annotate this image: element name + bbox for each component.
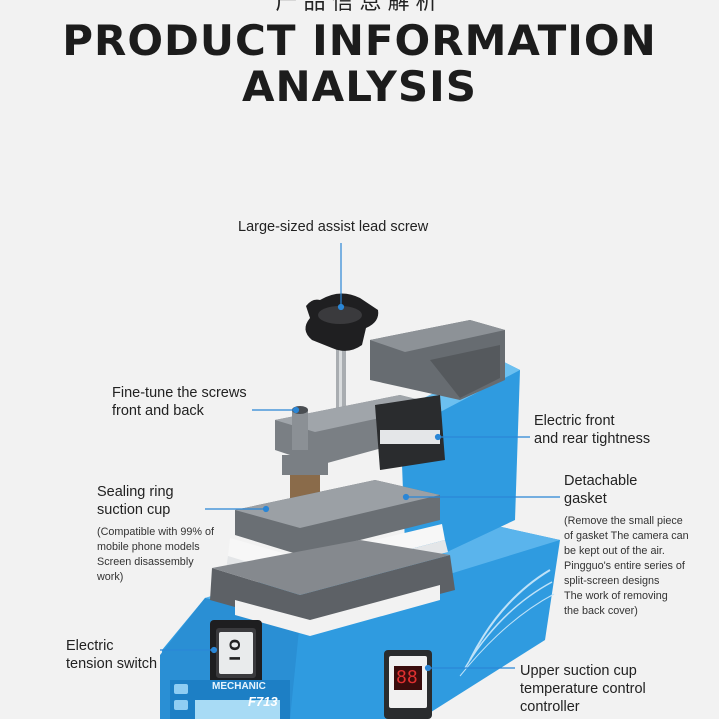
- label-fine-tune: Fine-tune the screws front and back: [112, 384, 247, 420]
- model-label: F713: [248, 694, 278, 709]
- label-gasket-line2: gasket: [564, 491, 607, 507]
- label-temp-line3: controller: [520, 699, 580, 715]
- label-sealing-line1: Sealing ring: [97, 484, 174, 500]
- label-lead-screw: Large-sized assist lead screw: [238, 219, 429, 235]
- label-tension-switch: Electric tension switch: [66, 637, 157, 673]
- note-sealing: (Compatible with 99% of mobile phone mod…: [97, 525, 214, 585]
- note-gasket-line: Pingguo's entire series of: [564, 560, 685, 572]
- note-gasket-line: be kept out of the air.: [564, 545, 665, 557]
- label-fine-tune-line1: Fine-tune the screws: [112, 385, 247, 401]
- note-gasket-line: of gasket The camera can: [564, 530, 689, 542]
- note-gasket: (Remove the small piece of gasket The ca…: [564, 514, 689, 619]
- label-temperature-controller: Upper suction cup temperature control co…: [520, 662, 646, 716]
- power-switch[interactable]: I O: [228, 639, 244, 661]
- temperature-display: 88: [396, 667, 418, 688]
- label-switch-line2: tension switch: [66, 656, 158, 672]
- label-gasket-line1: Detachable: [564, 473, 638, 489]
- label-electric-front-line2: and rear tightness: [534, 431, 651, 447]
- label-electric-front-line1: Electric front: [534, 413, 615, 429]
- label-electric-front: Electric front and rear tightness: [534, 412, 650, 448]
- note-gasket-line: The work of removing: [564, 590, 668, 602]
- note-sealing-line: Screen disassembly: [97, 556, 194, 568]
- label-temp-line1: Upper suction cup: [520, 663, 637, 679]
- brand-logo: MECHANIC: [212, 681, 266, 692]
- note-sealing-line: (Compatible with 99% of: [97, 526, 215, 538]
- label-switch-line1: Electric: [66, 638, 114, 654]
- callout-lines: [160, 243, 560, 672]
- label-sealing-ring: Sealing ring suction cup: [97, 483, 174, 519]
- note-sealing-line: mobile phone models: [97, 541, 200, 553]
- label-temp-line2: temperature control: [520, 681, 646, 697]
- chinese-title: 产品信息解析: [275, 0, 444, 14]
- label-sealing-line2: suction cup: [97, 502, 171, 518]
- page-title-line2: ANALYSIS: [242, 62, 477, 111]
- note-sealing-line: work): [97, 571, 124, 583]
- label-gasket: Detachable gasket: [564, 472, 637, 508]
- page-title: PRODUCT INFORMATION: [62, 16, 657, 65]
- label-fine-tune-line2: front and back: [112, 403, 204, 419]
- note-gasket-line: (Remove the small piece: [564, 515, 683, 527]
- note-gasket-line: split-screen designs: [564, 575, 660, 587]
- note-gasket-line: the back cover): [564, 605, 638, 617]
